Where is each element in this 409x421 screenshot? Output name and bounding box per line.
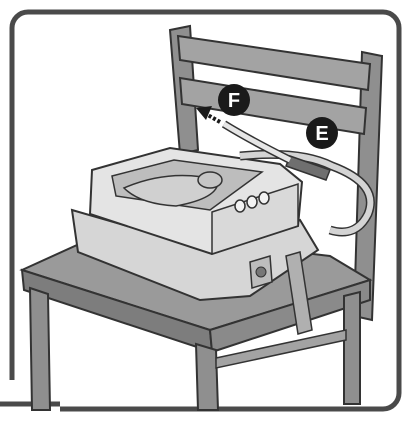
callout-e: E <box>306 117 338 149</box>
motion-arrow-shaft <box>206 114 220 122</box>
callout-f: F <box>218 84 250 116</box>
chair-front-left-leg <box>30 288 50 410</box>
booster-crotch-post <box>198 172 222 188</box>
frame-cutout <box>0 380 60 421</box>
booster-button-3 <box>259 192 269 204</box>
callout-e-label: E <box>315 123 328 145</box>
chair-back-right-leg <box>344 292 360 404</box>
callout-f-label: F <box>228 90 240 112</box>
booster-buckle-hole <box>256 267 266 277</box>
booster-button-1 <box>235 200 245 212</box>
booster-button-2 <box>247 196 257 208</box>
chair-front-right-leg <box>196 344 218 410</box>
chair-middle-slat <box>180 78 366 134</box>
